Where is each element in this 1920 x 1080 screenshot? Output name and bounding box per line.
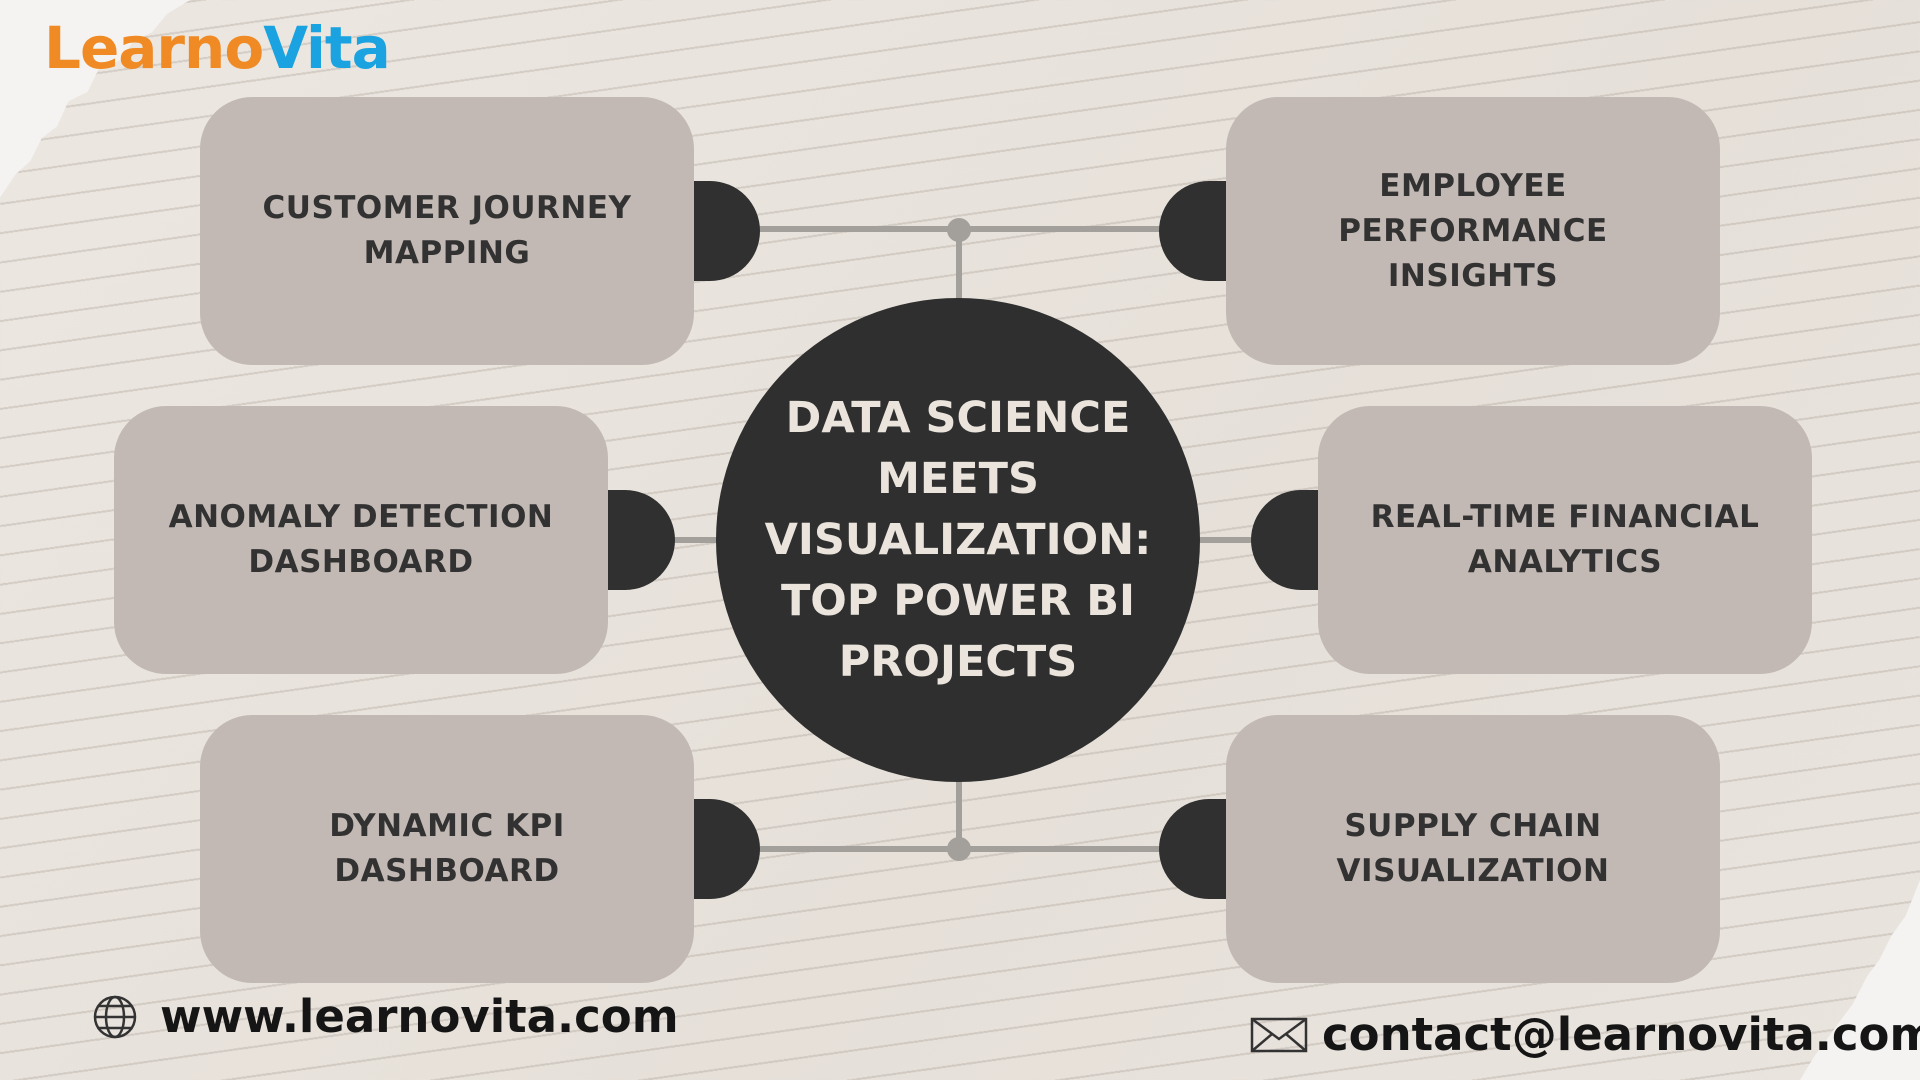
project-card-customer-journey: CUSTOMER JOURNEY MAPPING [200,97,694,365]
connector-tab-anomaly-detection [607,490,675,590]
project-card-dynamic-kpi: DYNAMIC KPI DASHBOARD [200,715,694,983]
logo-part-1: Learno [44,14,264,82]
connector-middle-left [674,537,720,543]
project-card-supply-chain: SUPPLY CHAIN VISUALIZATION [1226,715,1720,983]
connector-tab-dynamic-kpi [692,799,760,899]
globe-icon [93,995,137,1038]
connector-top-junction [947,218,971,242]
logo-part-2: Vita [263,14,391,82]
project-card-anomaly-detection: ANOMALY DETECTION DASHBOARD [114,406,608,674]
project-label: ANOMALY DETECTION DASHBOARD [168,499,554,580]
connector-tab-real-time-financial [1251,490,1319,590]
project-label: SUPPLY CHAIN VISUALIZATION [1336,808,1610,889]
project-card-employee-performance: EMPLOYEE PERFORMANCE INSIGHTS [1226,97,1720,365]
connector-tab-supply-chain [1159,799,1227,899]
project-label: EMPLOYEE PERFORMANCE INSIGHTS [1338,167,1608,294]
project-card-real-time-financial: REAL-TIME FINANCIAL ANALYTICS [1318,406,1812,674]
footer-website[interactable]: www.learnovita.com [92,990,679,1043]
connector-bottom-junction [947,837,971,861]
connector-top-vertical [956,229,962,301]
footer-email[interactable]: contact@learnovita.com [1250,1008,1920,1061]
connector-middle-right [1196,537,1252,543]
project-label: CUSTOMER JOURNEY MAPPING [262,190,632,271]
envelope-icon [1250,1017,1308,1052]
project-label: DYNAMIC KPI DASHBOARD [329,808,565,889]
learnovita-logo: LearnoVita [44,14,391,82]
connector-tab-employee-performance [1159,181,1227,281]
hub-title: DATA SCIENCE MEETS VISUALIZATION: TOP PO… [764,392,1152,687]
connector-tab-customer-journey [692,181,760,281]
connector-bottom-vertical [956,778,962,848]
project-label: REAL-TIME FINANCIAL ANALYTICS [1370,499,1760,580]
email-link[interactable]: contact@learnovita.com [1322,1008,1920,1061]
central-hub: DATA SCIENCE MEETS VISUALIZATION: TOP PO… [716,298,1200,782]
website-link[interactable]: www.learnovita.com [160,990,679,1043]
